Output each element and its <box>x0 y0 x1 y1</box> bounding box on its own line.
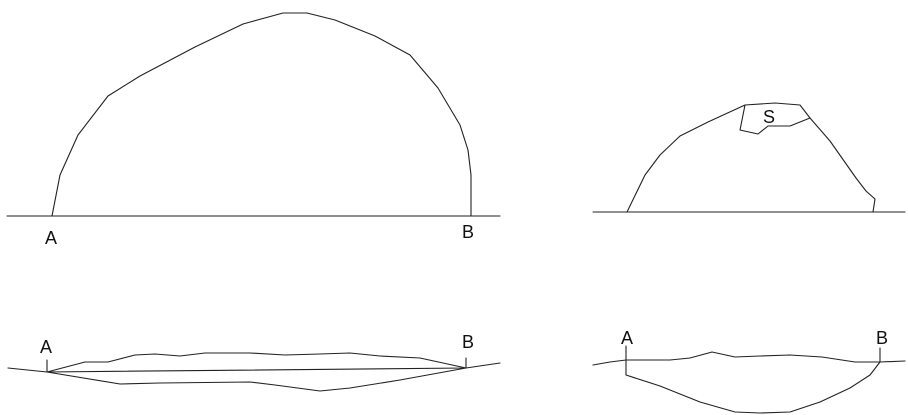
panel-bottom-right: A B <box>592 328 906 414</box>
lens-upper-profile <box>46 352 467 373</box>
point-b-label: B <box>876 328 888 348</box>
region-s-label: S <box>763 107 775 127</box>
region-s-outline <box>739 104 811 135</box>
point-a-label: A <box>45 228 57 248</box>
panel-bottom-left: A B <box>7 332 501 392</box>
point-b-label: B <box>462 332 474 352</box>
point-b-label: B <box>462 222 474 242</box>
arch-profile-large <box>51 12 472 217</box>
ground-line-bottom-left <box>7 362 501 373</box>
panel-top-right: S <box>592 102 906 213</box>
point-a-label: A <box>40 337 52 357</box>
bowl-profile <box>625 359 881 414</box>
ground-line-bottom-right <box>592 351 906 366</box>
lens-lower-profile <box>46 367 467 392</box>
panel-top-left: A B <box>6 12 501 248</box>
point-a-label: A <box>621 328 633 348</box>
dome-profile-small <box>626 102 876 213</box>
